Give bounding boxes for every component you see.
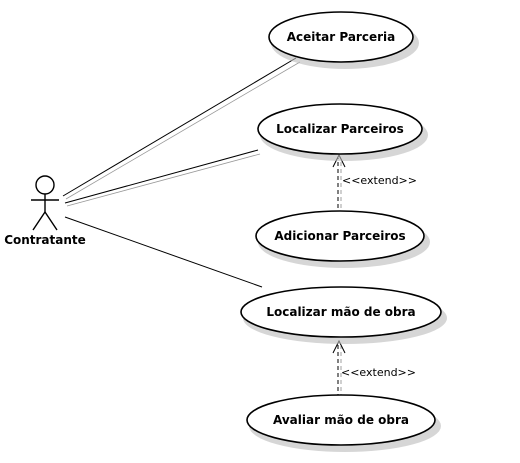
use-case-localizar-mao-de-obra[interactable]: Localizar mão de obra bbox=[240, 286, 447, 344]
use-case-label: Aceitar Parceria bbox=[287, 30, 395, 44]
extend-label-mao: <<extend>> bbox=[341, 366, 416, 379]
actor-head bbox=[35, 175, 55, 195]
use-case-adicionar-parceiros[interactable]: Adicionar Parceiros bbox=[255, 210, 430, 268]
use-case-aceitar-parceria[interactable]: Aceitar Parceria bbox=[268, 11, 419, 69]
use-case-label: Adicionar Parceiros bbox=[274, 229, 405, 243]
use-case-localizar-parceiros[interactable]: Localizar Parceiros bbox=[257, 103, 428, 161]
use-case-label: Localizar mão de obra bbox=[266, 305, 415, 319]
actor-name: Contratante bbox=[4, 233, 86, 247]
extend-label-parceiros: <<extend>> bbox=[342, 174, 417, 187]
use-case-avaliar-mao-de-obra[interactable]: Avaliar mão de obra bbox=[246, 394, 441, 452]
use-case-label: Avaliar mão de obra bbox=[273, 413, 409, 427]
association-aceitar bbox=[62, 57, 301, 200]
extend-dependency-mao: <<extend>> bbox=[332, 339, 416, 398]
extend-dependency-parceiros: <<extend>> bbox=[332, 153, 417, 208]
actor-contratante[interactable]: Contratante bbox=[4, 175, 86, 247]
association-localizar-parceiros bbox=[64, 149, 261, 207]
association-localizar-mao bbox=[64, 216, 263, 288]
use-case-label: Localizar Parceiros bbox=[276, 122, 404, 136]
